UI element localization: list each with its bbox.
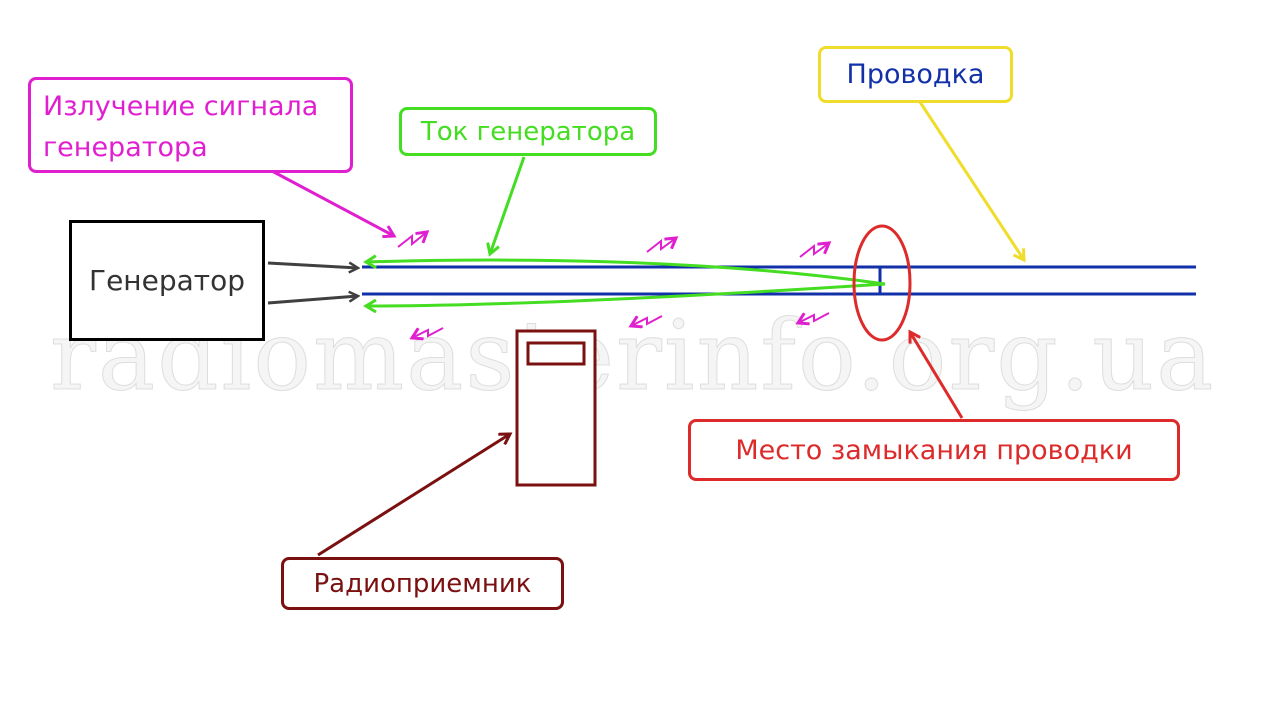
current-label: Ток генератора [420, 116, 636, 147]
wiring-lines [362, 265, 1196, 296]
current-path [366, 260, 886, 306]
current-callout: Ток генератора [399, 107, 657, 156]
radio-receiver-device [515, 329, 597, 487]
radio-label: Радиоприемник [313, 568, 532, 599]
radio-display [526, 341, 586, 366]
short-point-callout: Место замыкания проводки [688, 419, 1180, 481]
emission-callout: Излучение сигнала генератора [28, 77, 353, 173]
emission-waves [397, 232, 829, 338]
generator-box: Генератор [69, 220, 265, 341]
generator-label: Генератор [89, 264, 245, 297]
short-callout-arrow [910, 332, 964, 419]
short-point-label: Место замыкания проводки [735, 434, 1133, 466]
wiring-label: Проводка [846, 59, 985, 90]
current-callout-arrow [490, 156, 526, 254]
wiring-callout-arrow [918, 101, 1024, 260]
wiring-callout: Проводка [818, 46, 1013, 103]
generator-output-arrows [267, 263, 358, 305]
radio-callout: Радиоприемник [281, 557, 564, 610]
radio-callout-arrow [317, 434, 510, 557]
emission-label: Излучение сигнала генератора [43, 91, 319, 163]
emission-callout-arrow [271, 169, 394, 236]
short-circuit-ellipse [852, 224, 912, 342]
